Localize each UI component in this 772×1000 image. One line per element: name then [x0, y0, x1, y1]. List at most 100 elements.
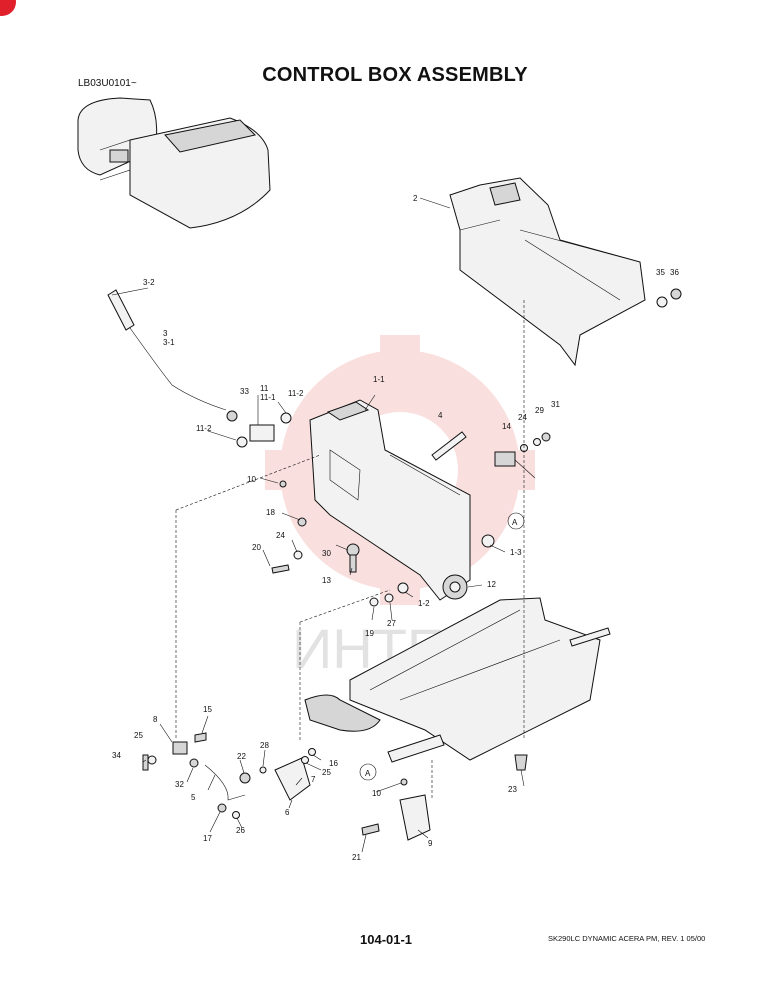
pin-4: [431, 431, 467, 461]
washer-27-icon: [384, 593, 394, 603]
nut-31-icon: [541, 432, 551, 442]
callout-11-1: 11-1: [260, 393, 276, 402]
callout-27: 27: [387, 619, 396, 628]
callout-32: 32: [175, 780, 184, 789]
bushing-1-3-icon: [481, 534, 495, 548]
washer-25b-icon: [301, 756, 309, 764]
nut-22-icon: [239, 772, 251, 784]
callout-33: 33: [240, 387, 249, 396]
callout-6: 6: [285, 808, 290, 817]
washer-25-icon: [147, 755, 157, 765]
washer-28-icon: [259, 766, 267, 774]
callout-17: 17: [203, 834, 212, 843]
bolt-21-icon: [361, 823, 380, 836]
page-number: 104-01-1: [360, 932, 413, 947]
clip-19-icon: [369, 597, 379, 607]
callout-a-upper: A: [512, 518, 518, 527]
callout-30: 30: [322, 549, 331, 558]
part-1-bracket: [309, 399, 471, 601]
bolt-17-icon: [217, 803, 227, 813]
bolt-15-icon: [194, 732, 207, 743]
callout-22: 22: [237, 752, 246, 761]
bolt-20-icon: [271, 564, 290, 574]
callout-3: 3: [163, 329, 168, 338]
callout-20: 20: [252, 543, 261, 552]
part-9-bracket: [399, 794, 431, 841]
machine-overview-sketch: [77, 97, 271, 229]
callout-36: 36: [670, 268, 679, 277]
callout-13: 13: [322, 576, 331, 585]
callout-11-2-right: 11-2: [288, 389, 304, 398]
callout-15: 15: [203, 705, 212, 714]
callout-3-1: 3-1: [163, 338, 175, 347]
part-6-lever: [274, 757, 311, 801]
callout-4: 4: [438, 411, 443, 420]
bushing-1-2-icon: [397, 582, 409, 594]
callout-2: 2: [413, 194, 418, 203]
nut-32-icon: [189, 758, 199, 768]
callout-14: 14: [502, 422, 511, 431]
callout-5: 5: [191, 793, 196, 802]
dashed-leader-e: [299, 589, 391, 623]
callout-9: 9: [428, 839, 433, 848]
callout-8: 8: [153, 715, 158, 724]
callout-21: 21: [352, 853, 361, 862]
callout-a-lower: A: [365, 769, 371, 778]
part-8-clamp: [172, 741, 188, 755]
callout-25-left: 25: [134, 731, 143, 740]
callout-16: 16: [329, 759, 338, 768]
switch-14: [494, 451, 516, 467]
washer-26-icon: [232, 811, 240, 819]
washer-24-icon: [293, 550, 303, 560]
nut-36-icon: [670, 288, 682, 300]
callout-10: 10: [247, 475, 256, 484]
callout-19: 19: [365, 629, 374, 638]
callout-7: 7: [311, 775, 316, 784]
callout-3-2: 3-2: [143, 278, 155, 287]
callout-12: 12: [487, 580, 496, 589]
washer-35-icon: [656, 296, 668, 308]
callout-23: 23: [508, 785, 517, 794]
callout-24-right: 24: [518, 413, 527, 422]
washer-16-icon: [308, 748, 316, 756]
part-2-box: [449, 177, 646, 367]
callout-25-right: 25: [322, 768, 331, 777]
revision-note: SK290LC DYNAMIC ACERA PM, REV. 1 05/00: [548, 934, 706, 943]
bolt-23-icon: [514, 754, 528, 771]
callout-1-3: 1-3: [510, 548, 522, 557]
callout-11-2-left: 11-2: [196, 424, 212, 433]
bolt-10-icon: [279, 480, 287, 488]
callout-26: 26: [236, 826, 245, 835]
washer-18-icon: [297, 517, 307, 527]
callout-1-2: 1-2: [418, 599, 430, 608]
part-11-connector: [249, 424, 275, 442]
callout-24-left: 24: [276, 531, 285, 540]
bushing-11-2b-icon: [236, 436, 248, 448]
bolt-13-icon: [349, 554, 357, 573]
callout-28: 28: [260, 741, 269, 750]
washer-29-icon: [533, 438, 541, 446]
callout-35: 35: [656, 268, 665, 277]
callout-29: 29: [535, 406, 544, 415]
part-3-lever: [107, 289, 227, 411]
nut-33-icon: [226, 410, 238, 422]
callout-34: 34: [112, 751, 121, 760]
reference-a-lower-icon: [359, 763, 377, 781]
nut-30-icon: [346, 543, 360, 557]
callout-11: 11: [260, 384, 269, 393]
callout-18: 18: [266, 508, 275, 517]
callout-31: 31: [551, 400, 560, 409]
doc-code: LB03U0101~: [78, 78, 137, 89]
callout-1-1: 1-1: [373, 375, 385, 384]
lower-frame-assembly: [304, 597, 611, 763]
callout-labels: 2 35 36 3-2 3 3-1 1-1 33 11 11-1 11-2 11…: [112, 194, 679, 862]
bolt-10b-icon: [400, 778, 408, 786]
callout-10-lower: 10: [372, 789, 381, 798]
bushing-11-2-icon: [280, 412, 292, 424]
page-title: CONTROL BOX ASSEMBLY: [262, 64, 528, 86]
bearing-12-inner: [449, 581, 461, 593]
pin-34-icon: [142, 754, 149, 771]
dashed-leader-c: [175, 454, 321, 511]
